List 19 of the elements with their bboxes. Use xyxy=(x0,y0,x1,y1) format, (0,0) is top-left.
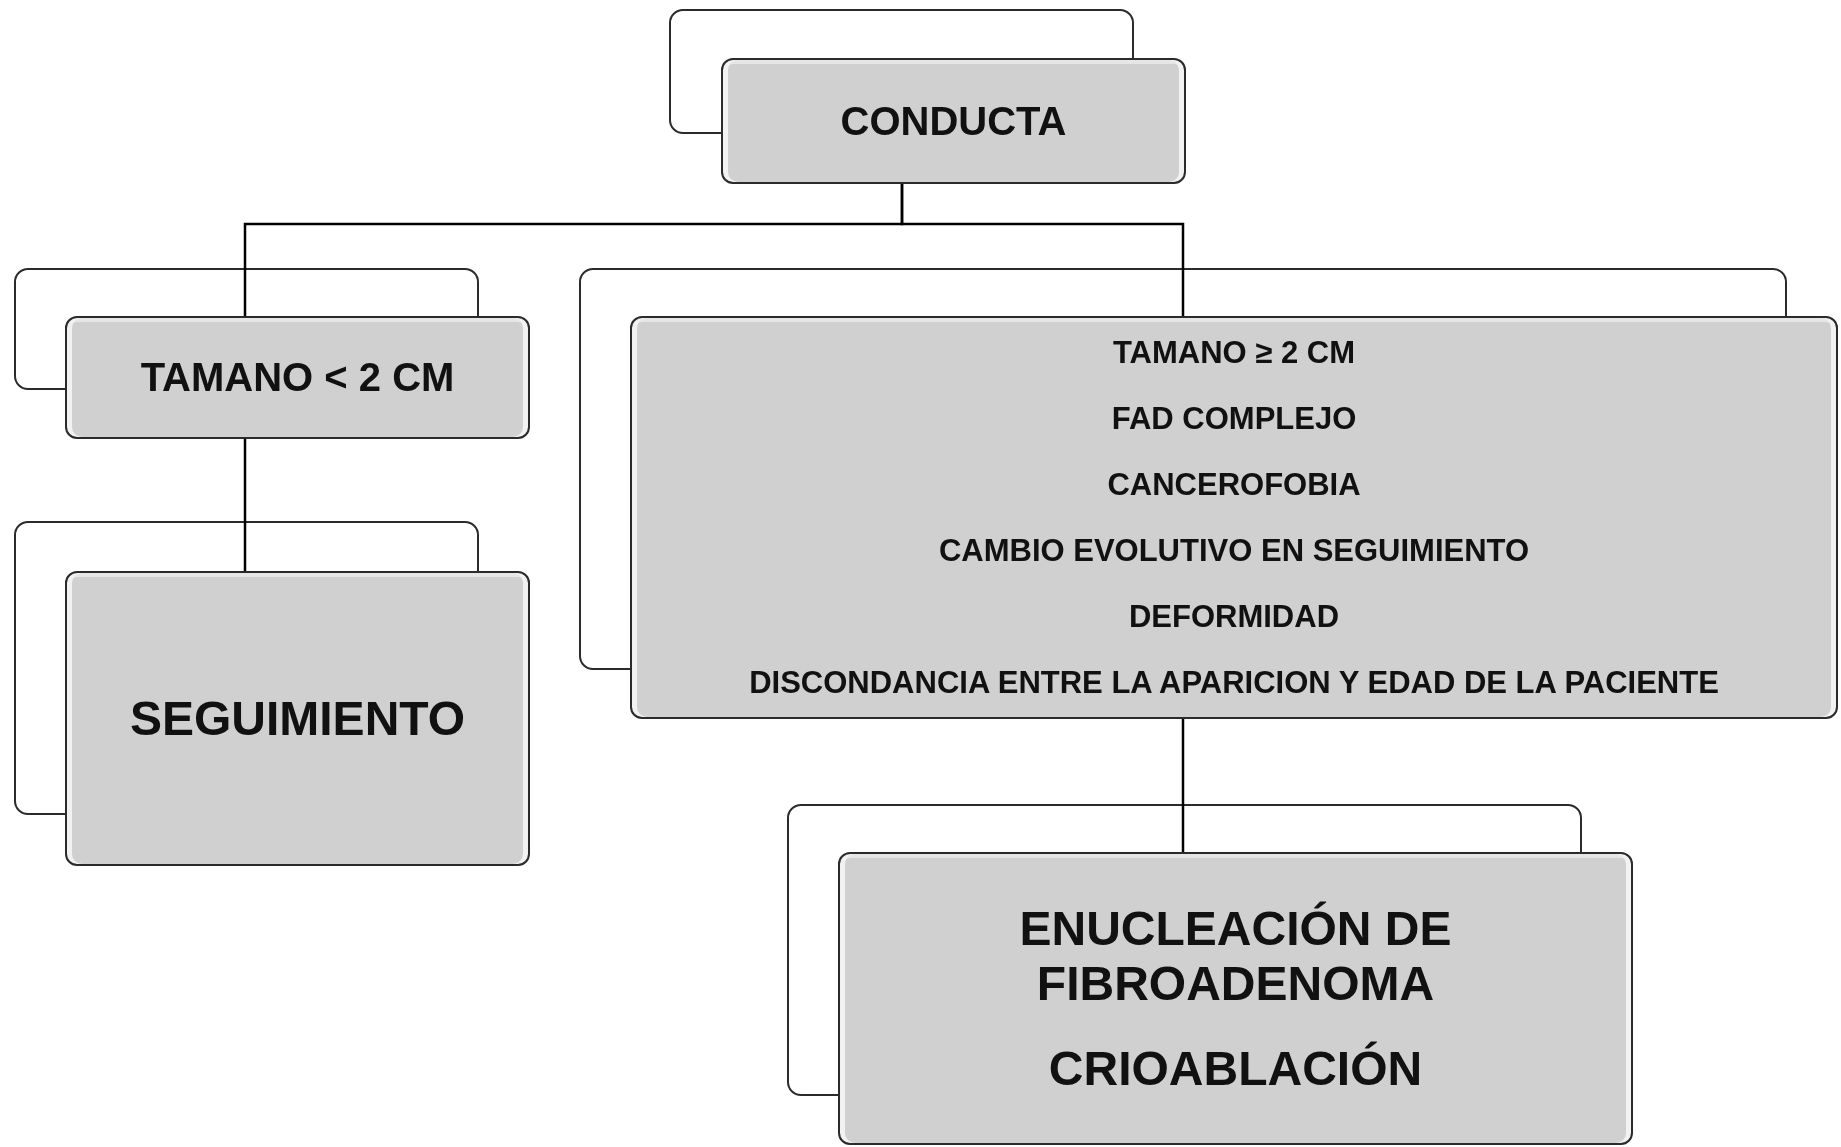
box-text: FAD COMPLEJO xyxy=(1111,400,1357,437)
process-box xyxy=(721,58,1186,184)
box-text: SEGUIMIENTO xyxy=(129,691,466,746)
process-box xyxy=(65,316,530,439)
box-text: TAMANO < 2 CM xyxy=(140,355,455,400)
box-text: CRIOABLACIÓN xyxy=(1048,1041,1423,1096)
box-text: CAMBIO EVOLUTIVO EN SEGUIMIENTO xyxy=(938,532,1530,569)
box-text: TAMANO ≥ 2 CM xyxy=(1112,334,1355,371)
box-text: CONDUCTA xyxy=(840,98,1067,144)
process-box xyxy=(65,571,530,866)
connector-line xyxy=(1181,719,1185,852)
connector-line xyxy=(243,439,247,571)
box-text: DISCONDANCIA ENTRE LA APARICION Y EDAD DE LA PACIENTE xyxy=(749,664,1719,701)
box-text: DEFORMIDAD xyxy=(1128,598,1340,635)
process-box xyxy=(838,852,1633,1145)
process-box xyxy=(630,316,1838,719)
box-text: ENUCLEACIÓN DE FIBROADENOMA xyxy=(1018,901,1453,1011)
connector-line xyxy=(900,184,1185,316)
box-text: CANCEROFOBIA xyxy=(1107,466,1361,503)
